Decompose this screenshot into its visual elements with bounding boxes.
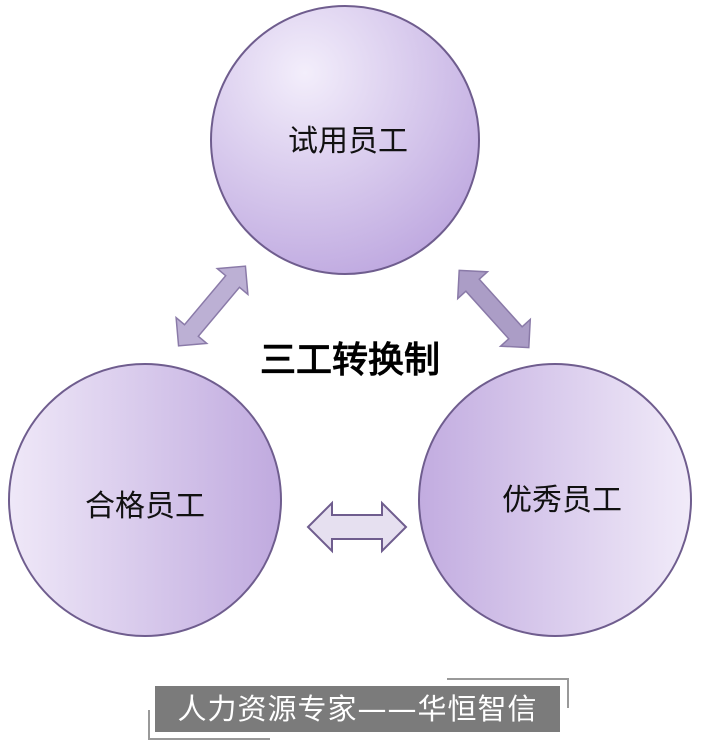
arrow-qualified-excellent xyxy=(306,500,408,554)
arrow-trial-excellent xyxy=(456,269,532,349)
node-qualified-circle xyxy=(8,363,282,637)
node-trial-circle xyxy=(210,5,480,275)
node-excellent-label: 优秀员工 xyxy=(502,483,622,518)
banner-frame-bottom-left xyxy=(148,710,270,740)
arrow-qualified-trial xyxy=(175,265,249,347)
node-excellent-circle xyxy=(418,363,692,637)
node-qualified-label: 合格员工 xyxy=(85,489,205,524)
footer-banner: 人力资源专家——华恒智信 xyxy=(155,686,560,732)
node-trial-label: 试用员工 xyxy=(288,124,408,159)
diagram-title: 三工转换制 xyxy=(259,340,441,381)
banner-frame-top-right xyxy=(447,678,569,708)
